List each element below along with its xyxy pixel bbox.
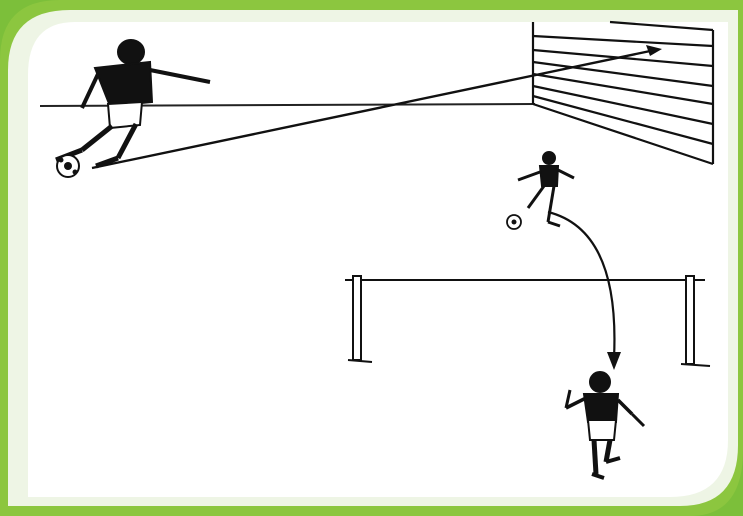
soccer-ball-icon: [57, 155, 79, 177]
soccer-ball-icon: [507, 215, 521, 229]
